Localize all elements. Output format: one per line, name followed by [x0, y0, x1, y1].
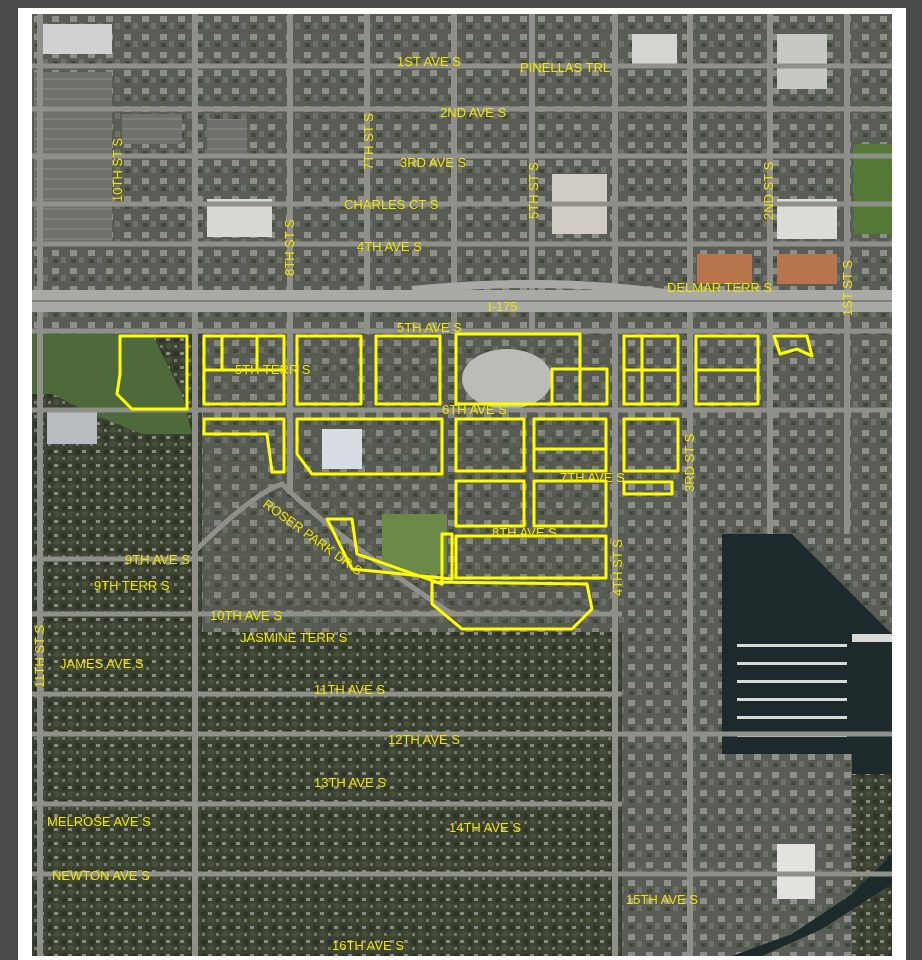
label-10th-st: 10TH ST S: [110, 138, 125, 202]
label-3rd-ave: 3RD AVE S: [400, 155, 467, 170]
label-1st-ave: 1ST AVE S: [397, 54, 461, 69]
street-grid: [32, 63, 892, 877]
label-10th-ave: 10TH AVE S: [210, 608, 282, 623]
label-3rd-st: 3RD ST S: [682, 433, 697, 492]
bay-water: [722, 534, 892, 774]
label-11th-st: 11TH ST S: [32, 625, 47, 688]
label-jasmine-terr: JASMINE TERR S: [240, 630, 348, 645]
label-6th-ave: 6TH AVE S: [442, 402, 507, 417]
building: [777, 254, 837, 284]
building: [697, 254, 752, 284]
label-2nd-st: 2ND ST S: [761, 161, 776, 220]
building: [777, 34, 827, 89]
building: [42, 24, 112, 54]
parking-lot: [122, 114, 182, 144]
label-13th-ave: 13TH AVE S: [314, 775, 386, 790]
label-7th-ave: 7TH AVE S: [560, 470, 625, 485]
field: [382, 514, 447, 574]
label-9th-ave: 9TH AVE S: [125, 552, 190, 567]
label-11th-ave: 11TH AVE S: [314, 682, 385, 697]
boundary-outlines: [115, 332, 814, 631]
label-2nd-ave: 2ND AVE S: [440, 105, 507, 120]
label-4th-ave: 4TH AVE S: [357, 239, 422, 254]
label-i175: I-175: [488, 299, 518, 314]
label-melrose-ave: MELROSE AVE S: [47, 814, 151, 829]
building: [632, 34, 677, 64]
label-16th-ave: 16TH AVE S: [332, 938, 404, 953]
label-james-ave: JAMES AVE S: [60, 656, 144, 671]
building: [322, 429, 362, 469]
label-8th-st: 8TH ST S: [282, 219, 297, 276]
label-pinellas-trl: PINELLAS TRL: [520, 60, 610, 75]
label-5th-ave: 5TH AVE S: [397, 320, 462, 335]
label-newton-ave: NEWTON AVE S: [52, 868, 150, 883]
label-14th-ave: 14TH AVE S: [449, 820, 521, 835]
interstate-i175: [32, 279, 892, 312]
label-delmar-terr: DELMAR TERR S: [667, 280, 773, 295]
building: [47, 409, 97, 444]
label-9th-terr: 9TH TERR S: [94, 578, 170, 593]
label-5th-terr: 5TH TERR S: [235, 362, 311, 377]
domed-building: [462, 349, 552, 409]
label-7th-st: 7TH ST S: [361, 113, 376, 170]
label-15th-ave: 15TH AVE S: [626, 892, 698, 907]
label-4th-st: 4TH ST S: [610, 539, 625, 596]
aerial-map[interactable]: 1ST AVE S PINELLAS TRL 2ND AVE S 3RD AVE…: [32, 14, 892, 956]
label-12th-ave: 12TH AVE S: [388, 732, 460, 747]
parking-lot: [207, 119, 247, 154]
label-5th-st: 5TH ST S: [526, 162, 541, 219]
label-8th-ave: 8TH AVE S: [492, 525, 557, 540]
ballfield: [854, 144, 892, 234]
label-charles-ct: CHARLES CT S: [344, 197, 439, 212]
label-1st-st: 1ST ST S: [840, 260, 855, 316]
